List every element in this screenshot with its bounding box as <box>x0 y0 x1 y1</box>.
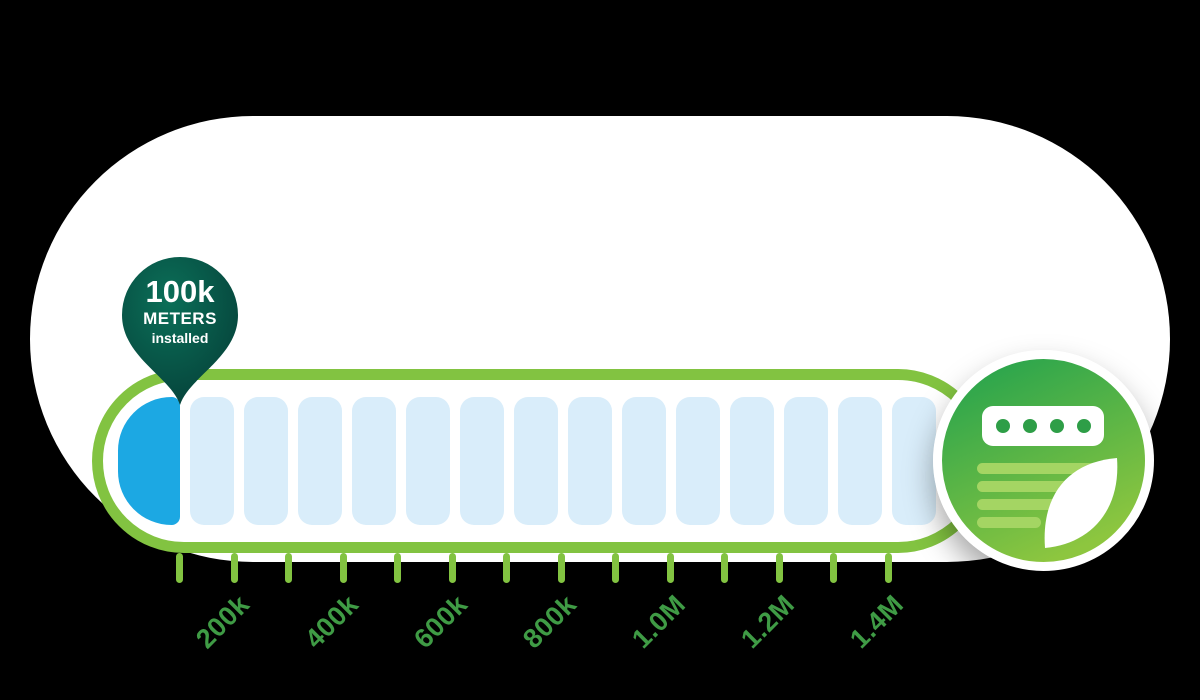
axis: 200k 400k 600k 800k 1.0M 1.2M 1.4M <box>30 116 1200 700</box>
segment-empty <box>676 397 720 525</box>
tick-mark <box>666 553 674 583</box>
tick-mark <box>448 553 456 583</box>
tick-mark <box>775 553 783 583</box>
milestone-label-2: installed <box>151 329 209 346</box>
meter-display <box>981 405 1104 446</box>
segment-empty <box>622 397 666 525</box>
segment-empty <box>784 397 828 525</box>
segment-empty <box>838 397 882 525</box>
segment-empty <box>298 397 342 525</box>
milestone-label-1: METERS <box>143 309 217 329</box>
segment-empty <box>514 397 558 525</box>
tick-mark <box>884 553 892 583</box>
tick-label: 1.4M <box>844 589 910 655</box>
tick-label: 200k <box>190 589 256 655</box>
meter-text-lines <box>976 462 1101 528</box>
segment-empty <box>352 397 396 525</box>
tick-mark <box>830 553 837 583</box>
milestone-value: 100k <box>145 274 215 309</box>
leaf-icon <box>1044 457 1117 548</box>
segment-empty <box>460 397 504 525</box>
segment-empty <box>244 397 288 525</box>
tick-mark <box>557 553 565 583</box>
meter-display-dots <box>995 418 1091 433</box>
segment-empty <box>730 397 774 525</box>
segments <box>118 397 936 525</box>
tick-mark <box>503 553 510 583</box>
pin-icon <box>122 256 238 405</box>
tick-mark <box>612 553 619 583</box>
tick-label: 800k <box>517 589 583 655</box>
meter-badge <box>933 350 1154 571</box>
tick-label: 400k <box>299 589 365 655</box>
tick-label: 600k <box>408 589 474 655</box>
tick-label: 1.2M <box>735 589 801 655</box>
segment-empty <box>406 397 450 525</box>
milestone-marker: 100k METERS installed <box>116 253 244 409</box>
smart-meter-icon <box>976 405 1117 548</box>
tick-mark <box>230 553 238 583</box>
segment-empty <box>190 397 234 525</box>
segment-filled <box>118 397 180 525</box>
tick-label: 1.0M <box>626 589 692 655</box>
segment-empty <box>892 397 936 525</box>
tick-mark <box>394 553 401 583</box>
tick-mark <box>721 553 728 583</box>
tick-mark <box>339 553 347 583</box>
segment-empty <box>568 397 612 525</box>
tick-mark <box>176 553 183 583</box>
progress-card: 200k 400k 600k 800k 1.0M 1.2M 1.4M 100k METERS… <box>30 116 1170 654</box>
tick-mark <box>285 553 292 583</box>
milestone-text: 100k METERS installed <box>116 253 244 347</box>
